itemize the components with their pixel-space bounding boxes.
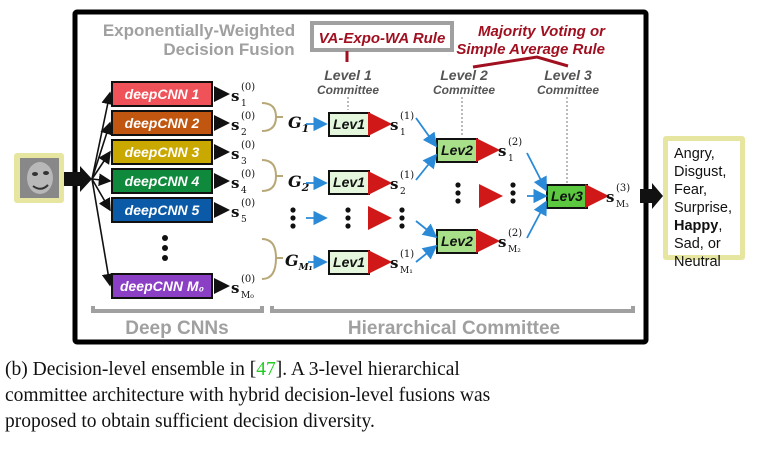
lev2-score: s (498, 233, 506, 251)
score-superscript: (0) (241, 82, 255, 93)
cnn-label: deepCNN 4 (125, 173, 200, 189)
level3-sub: Committee (537, 83, 599, 97)
blue-arrow (415, 117, 438, 148)
lev1-label: Lev1 (333, 116, 365, 132)
score-superscript: (3) (616, 183, 630, 194)
score-superscript: (1) (400, 111, 414, 122)
rule-box-label: VA-Expo-WA Rule (319, 30, 446, 47)
score-subscript: 5 (241, 215, 247, 225)
cnn-box (111, 139, 213, 165)
score-superscript: (2) (508, 228, 522, 239)
lev1-score: s (390, 116, 398, 134)
blue-arrow (415, 220, 438, 239)
fusion-title-line2: Decision Fusion (163, 40, 294, 59)
fusion-title-line1: Exponentially-Weighted (103, 21, 295, 40)
caption-suffix: ]. A 3-level hierarchical committee arch… (5, 359, 491, 432)
cnn-box (111, 273, 213, 299)
score-subscript: 4 (241, 186, 247, 196)
blue-arrow (526, 152, 547, 192)
output-classes-box: Angry, Disgust, Fear, Surprise, Happy, Sad, o… (663, 136, 745, 270)
lev1-score: s (390, 175, 398, 193)
score-subscript: 2 (241, 128, 247, 138)
score-subscript: 3 (241, 157, 247, 167)
level1-label: Level 1 (324, 67, 372, 83)
lev1-label: Lev1 (333, 254, 365, 270)
majority-line2: Simple Average Rule (456, 41, 605, 58)
lev2-label: Lev2 (441, 233, 473, 249)
output-class: Happy, (674, 218, 723, 234)
blue-arrow (526, 200, 547, 239)
blue-arrow (415, 153, 438, 181)
cnn-box (111, 197, 213, 223)
cnn-box (111, 81, 213, 107)
score-subscript: 1 (241, 99, 247, 109)
cnn-score: s (231, 279, 239, 297)
cnn-score: s (231, 174, 239, 192)
face-eye-left (32, 172, 38, 176)
face-smile (32, 184, 49, 190)
cnn-score: s (231, 145, 239, 163)
score-subscript: 2 (400, 187, 406, 197)
cnn-box (111, 110, 213, 136)
lev3-label: Lev3 (551, 188, 583, 204)
cnn-score: s (231, 203, 239, 221)
figure-caption: (b) Decision-level ensemble in [47]. A 3… (5, 357, 510, 435)
score-superscript: (0) (241, 169, 255, 180)
score-superscript: (0) (241, 274, 255, 285)
cnn-score: s (231, 116, 239, 134)
cnn-box (111, 168, 213, 194)
level2-label: Level 2 (440, 67, 488, 83)
output-class: Neutral (674, 254, 721, 270)
score-superscript: (0) (241, 198, 255, 209)
cnn-label: deepCNN 3 (125, 144, 200, 160)
output-class: Sad, or (674, 236, 721, 252)
score-subscript: M₃ (616, 200, 629, 210)
face-eye-right (43, 171, 49, 175)
committee-ellipsis (290, 182, 516, 229)
cnn-label: deepCNN M₀ (120, 278, 205, 294)
score-subscript: M₂ (508, 245, 521, 255)
score-superscript: (1) (400, 170, 414, 181)
level1-sub: Committee (317, 83, 379, 97)
cnn-label: deepCNN 1 (125, 86, 200, 102)
output-class: Fear, (674, 182, 708, 198)
score-superscript: (0) (241, 111, 255, 122)
blue-arrow (415, 244, 438, 263)
citation-link[interactable]: 47 (256, 359, 276, 380)
output-arrow (640, 183, 663, 209)
cnn-ellipsis (162, 235, 168, 261)
score-subscript: M₁ (400, 266, 413, 276)
section-label-hierarchical-committee: Hierarchical Committee (348, 318, 560, 339)
lev1-score: s (390, 254, 398, 272)
group-brackets (261, 102, 283, 280)
level2-sub: Committee (433, 83, 495, 97)
lev2-score: s (498, 142, 506, 160)
output-classes-list: Angry, Disgust, Fear, Surprise, Happy, Sad, o… (668, 141, 740, 271)
output-class: Angry, (674, 146, 715, 162)
cnn-score: s (231, 87, 239, 105)
score-subscript: M₀ (241, 291, 254, 301)
lev3-score: s (606, 188, 614, 206)
score-subscript: 1 (400, 128, 406, 138)
input-arrow (64, 166, 92, 192)
caption-prefix: (b) Decision-level ensemble in [ (5, 359, 257, 380)
majority-line1: Majority Voting or (478, 23, 606, 40)
cnn-label: deepCNN 2 (125, 115, 200, 131)
majority-connector (472, 55, 569, 69)
level3-label: Level 3 (544, 67, 592, 83)
section-label-deep-cnns: Deep CNNs (125, 318, 228, 339)
score-superscript: (2) (508, 137, 522, 148)
fan-arrows (91, 91, 115, 287)
rule-box (310, 21, 454, 52)
lev2-label: Lev2 (441, 142, 473, 158)
output-class: Surprise, (674, 200, 733, 216)
output-class: Disgust, (674, 164, 727, 180)
score-superscript: (1) (400, 249, 414, 260)
score-subscript: 1 (508, 154, 514, 164)
section-brackets (91, 306, 635, 313)
cnn-label: deepCNN 5 (125, 202, 200, 218)
score-superscript: (0) (241, 140, 255, 151)
lev1-label: Lev1 (333, 174, 365, 190)
